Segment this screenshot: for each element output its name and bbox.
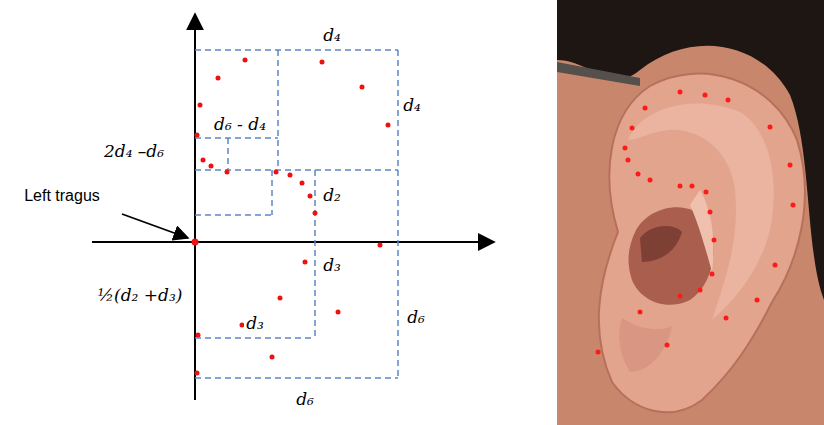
- dimension-label: d₄: [321, 26, 343, 46]
- landmark-dot: [755, 298, 760, 303]
- landmark-dot: [216, 76, 221, 81]
- landmark-dot: [274, 170, 279, 175]
- dimension-label: d₆ - d₄: [212, 115, 268, 135]
- earlobe-shade: [619, 318, 672, 372]
- landmark-dot: [196, 333, 201, 338]
- landmark-dot: [630, 126, 635, 131]
- landmark-dot: [209, 164, 214, 169]
- landmark-dot: [300, 181, 305, 186]
- landmark-dot: [192, 239, 199, 246]
- helix-rim: [628, 104, 774, 320]
- landmark-dot: [648, 178, 653, 183]
- dimension-label: ½(d₂ +d₃): [96, 286, 185, 306]
- landmark-dot: [788, 163, 793, 168]
- landmark-dot: [636, 172, 641, 177]
- dashed-line: [195, 49, 398, 51]
- landmark-dot: [596, 350, 601, 355]
- dimension-label: d₂: [321, 186, 343, 206]
- landmark-dot: [201, 158, 206, 163]
- landmark-dot: [225, 170, 230, 175]
- dashed-line: [195, 337, 315, 339]
- landmark-dot: [386, 123, 391, 128]
- dimension-label: d₃: [244, 314, 266, 334]
- dashed-line: [227, 138, 229, 170]
- dashed-line: [277, 50, 279, 170]
- ear-landmark-dots: [596, 90, 796, 355]
- ear-photo: [557, 0, 824, 425]
- glasses-arm: [557, 62, 640, 86]
- dashed-line: [271, 170, 273, 215]
- landmark-dot: [773, 263, 778, 268]
- dimension-label: d₆: [405, 308, 427, 328]
- dimension-label: 2d₄ –d₆: [102, 142, 166, 162]
- leader-arrow: [122, 214, 188, 238]
- landmark-dot: [270, 355, 275, 360]
- landmark-dot: [313, 211, 318, 216]
- landmark-dot: [638, 310, 643, 315]
- dashed-line: [195, 137, 278, 139]
- landmark-dot: [303, 260, 308, 265]
- dashed-line: [397, 50, 399, 378]
- landmark-label: Left tragus: [22, 187, 102, 205]
- landmark-dot: [665, 343, 670, 348]
- dimension-boxes: [195, 50, 398, 378]
- x-axis: [92, 241, 494, 243]
- skin-background: [557, 0, 824, 425]
- ear-canal-shadow: [640, 226, 682, 262]
- landmark-dots: [192, 58, 391, 376]
- dashed-line: [195, 377, 398, 379]
- landmark-dot: [198, 103, 203, 108]
- y-axis: [194, 14, 196, 400]
- landmark-dot: [768, 125, 773, 130]
- landmark-dot: [698, 288, 703, 293]
- dashed-line: [195, 214, 272, 216]
- landmark-dot: [623, 146, 628, 151]
- landmark-dot: [278, 296, 283, 301]
- axes: [92, 14, 494, 400]
- landmark-dot: [678, 294, 683, 299]
- landmark-dot: [195, 133, 200, 138]
- landmark-dot: [690, 184, 695, 189]
- landmark-dot: [712, 238, 717, 243]
- landmark-dot: [378, 243, 383, 248]
- landmark-dot: [678, 90, 683, 95]
- landmark-dot: [643, 106, 648, 111]
- landmark-dot: [336, 310, 341, 315]
- landmark-dot: [703, 93, 708, 98]
- landmark-dot: [195, 371, 200, 376]
- landmark-dot: [626, 158, 631, 163]
- dimension-label: d₆: [294, 390, 316, 410]
- dimension-label: d₄: [401, 96, 423, 116]
- landmark-dot: [360, 85, 365, 90]
- landmark-dot: [791, 203, 796, 208]
- ear-outline: [599, 74, 805, 413]
- landmark-dot: [678, 184, 683, 189]
- landmark-dot: [288, 173, 293, 178]
- landmark-dot: [704, 190, 709, 195]
- dashed-line: [314, 170, 316, 338]
- landmark-dot: [710, 272, 715, 277]
- landmark-dot: [320, 60, 325, 65]
- landmark-dot: [724, 316, 729, 321]
- landmark-dot: [243, 58, 248, 63]
- landmark-dot: [726, 98, 731, 103]
- antihelix: [690, 190, 714, 272]
- landmark-dot: [308, 194, 313, 199]
- landmark-dot: [708, 210, 713, 215]
- dimension-label: d₃: [321, 256, 343, 276]
